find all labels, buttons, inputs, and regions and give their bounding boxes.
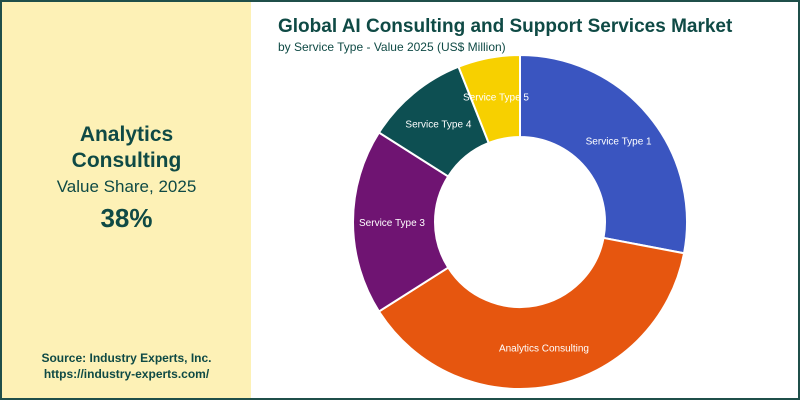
chart-subtitle: by Service Type - Value 2025 (US$ Millio… [278, 40, 506, 54]
highlight-panel: Analytics Consulting Value Share, 2025 3… [2, 2, 251, 398]
source-line: Source: Industry Experts, Inc. [41, 351, 212, 365]
highlight-value: 38% [100, 203, 153, 233]
donut-slices [352, 53, 688, 390]
slice-service-type-1[interactable] [519, 53, 688, 255]
slice-label-service-type-5: Service Type 5 [463, 92, 529, 103]
highlight-box: Analytics Consulting Value Share, 2025 3… [2, 122, 251, 234]
donut-labels: Service Type 1 Analytics Consulting Servic… [359, 92, 652, 354]
chart-title: Global AI Consulting and Support Service… [278, 16, 733, 37]
source-note: Source: Industry Experts, Inc. https://i… [2, 350, 251, 382]
slice-service-type-5[interactable] [457, 53, 521, 145]
slice-label-service-type-1: Service Type 1 [586, 136, 652, 147]
highlight-metric: Value Share, 2025 [56, 177, 197, 196]
source-link[interactable]: https://industry-experts.com/ [43, 367, 210, 381]
highlight-name-line2: Consulting [71, 149, 182, 172]
slice-service-type-3[interactable] [352, 131, 450, 313]
slice-label-analytics-consulting: Analytics Consulting [499, 344, 589, 355]
slice-label-service-type-3: Service Type 3 [359, 218, 425, 229]
highlight-name-line1: Analytics [79, 123, 174, 146]
slice-analytics-consulting[interactable] [377, 236, 686, 390]
donut-chart: Service Type 1 Analytics Consulting Servic… [352, 53, 688, 390]
slice-label-service-type-4: Service Type 4 [405, 119, 471, 130]
